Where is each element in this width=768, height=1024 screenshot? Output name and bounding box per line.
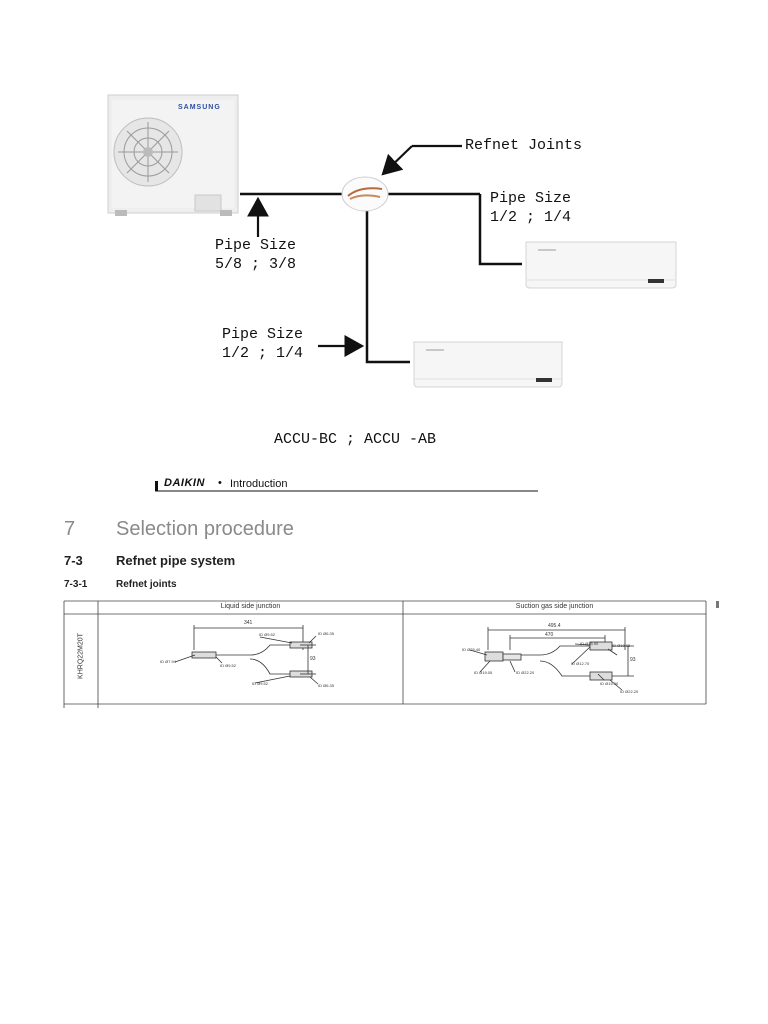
pipe-right-label: Pipe Size (490, 189, 571, 209)
gas-label-4: ID Ø12.70 (571, 661, 589, 666)
gas-label-6: ID Ø19.05 (612, 643, 630, 648)
liquid-label-2: ID Ø6.35 (318, 631, 334, 636)
daikin-logo: DAIKIN (164, 477, 205, 489)
indoor-unit-lower-image (414, 342, 562, 387)
pipe-right-value: 1/2 ; 1/4 (490, 208, 571, 228)
gas-label-8: ID Ø15.90 (600, 681, 618, 686)
outdoor-unit-image (108, 95, 238, 216)
liquid-length-dim: 341 (244, 620, 252, 626)
branch-lower-pipe (367, 198, 410, 362)
pipe-main-value: 5/8 ; 3/8 (215, 255, 296, 275)
gas-height-dim: 93 (630, 657, 636, 663)
pipe-lower-value: 1/2 ; 1/4 (222, 344, 303, 364)
refnet-table (64, 601, 706, 708)
gas-label-7: ID Ø22.20 (620, 689, 638, 694)
subsection-number: 7-3-1 (64, 579, 87, 590)
liquid-label-3: ID Ø9.52 (220, 663, 236, 668)
diagram-caption: ACCU-BC ; ACCU -AB (274, 430, 436, 450)
liquid-height-dim: 93 (310, 656, 316, 662)
chapter-number: 7 (64, 518, 75, 541)
row-model-label: KHRQ22M20T (78, 633, 85, 679)
liquid-label-6: ID Ø9.52 (252, 681, 268, 686)
pipe-main-label: Pipe Size (215, 236, 296, 256)
liquid-label-5: ID Ø7.94 (160, 659, 176, 664)
refnet-arrow-head (383, 146, 412, 174)
pipe-lower-label: Pipe Size (222, 325, 303, 345)
liquid-junction-drawing (175, 625, 318, 684)
gas-outer-length-dim: 495.4 (548, 623, 561, 629)
column-gas-header: Suction gas side junction (403, 603, 706, 610)
chapter-title: Selection procedure (116, 518, 294, 541)
section-number: 7-3 (64, 553, 83, 568)
section-title: Refnet pipe system (116, 553, 235, 568)
header-bar-mark (155, 481, 158, 491)
header-section: Introduction (230, 478, 287, 490)
gas-label-3: ID Ø19.05 (474, 670, 492, 675)
refnet-joints-label: Refnet Joints (465, 136, 582, 156)
gas-label-1: ID Ø25.40 (462, 647, 480, 652)
header-bullet: • (218, 477, 222, 489)
indoor-unit-right-image (526, 242, 676, 288)
page-mark (716, 601, 719, 608)
column-liquid-header: Liquid side junction (98, 603, 403, 610)
gas-label-2: ID Ø22.20 (516, 670, 534, 675)
refnet-joint-image (342, 177, 388, 211)
subsection-title: Refnet joints (116, 579, 177, 590)
outdoor-unit-brand: SAMSUNG (178, 104, 221, 111)
gas-label-5: ID Ø15.90 (580, 641, 598, 646)
gas-inner-length-dim: 470 (545, 632, 553, 638)
liquid-label-1: ID Ø9.52 (259, 632, 275, 637)
liquid-label-4: ID Ø6.35 (318, 683, 334, 688)
